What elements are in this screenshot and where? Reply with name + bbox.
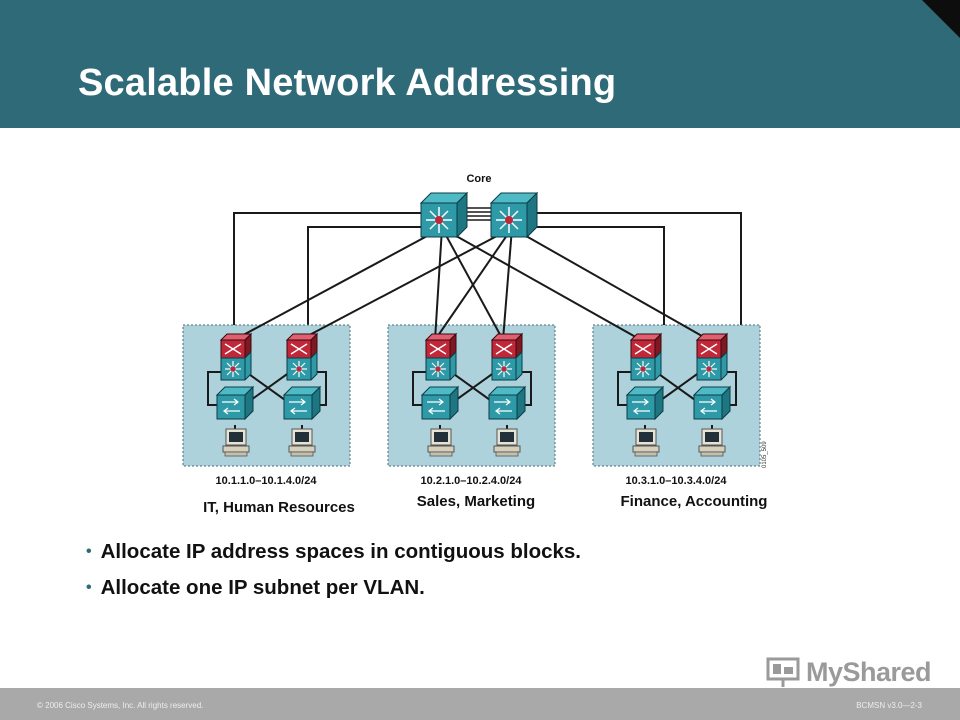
workstation-icon — [632, 428, 660, 457]
workstation-icon — [427, 428, 455, 457]
footer-bar: © 2006 Cisco Systems, Inc. All rights re… — [0, 688, 960, 720]
workstation-icon — [288, 428, 316, 457]
access-switch — [283, 386, 321, 420]
network-diagram: Core 10.1.1.0–10.1.4.0/24 10.2.1.0–10.2.… — [182, 173, 768, 516]
subnet-range-2: 10.2.1.0–10.2.4.0/24 — [421, 475, 523, 487]
subnet-range-1: 10.1.1.0–10.1.4.0/24 — [216, 475, 318, 487]
distribution-switch — [696, 333, 728, 381]
bullet-list: • Allocate IP address spaces in contiguou… — [86, 540, 581, 612]
bullet-dot-icon: • — [86, 543, 92, 560]
building-block-2 — [387, 324, 556, 467]
access-switch — [488, 386, 526, 420]
copyright-text: © 2006 Cisco Systems, Inc. All rights re… — [37, 701, 204, 710]
workstation-icon — [493, 428, 521, 457]
distribution-switch — [286, 333, 318, 381]
access-switch — [421, 386, 459, 420]
building-block-1 — [182, 324, 351, 467]
core-label: Core — [466, 173, 491, 185]
bullet-text: Allocate IP address spaces in contiguous… — [100, 540, 581, 563]
distribution-switch — [491, 333, 523, 381]
department-label-3: Finance, Accounting — [621, 493, 768, 510]
distribution-switch — [425, 333, 457, 381]
core-switch-2 — [490, 192, 538, 238]
distribution-switch — [630, 333, 662, 381]
subnet-range-3: 10.3.1.0–10.3.4.0/24 — [626, 475, 728, 487]
page-title: Scalable Network Addressing — [78, 62, 617, 104]
bullet-item: • Allocate IP address spaces in contiguou… — [86, 540, 581, 564]
myshared-logo: MyShared — [764, 655, 932, 689]
building-block-3 — [592, 324, 761, 467]
title-bar: Scalable Network Addressing — [0, 0, 960, 128]
figure-id: 0105_509 — [762, 441, 768, 468]
course-code: BCMSN v3.0—2-3 — [856, 701, 922, 710]
access-switch — [626, 386, 664, 420]
bullet-text: Allocate one IP subnet per VLAN. — [100, 576, 425, 599]
logo-text: MyShared — [806, 657, 932, 687]
access-switch — [693, 386, 731, 420]
core-switch-1 — [420, 192, 468, 238]
corner-accent — [922, 0, 960, 38]
department-label-2: Sales, Marketing — [417, 493, 535, 510]
presentation-icon — [766, 657, 800, 687]
department-label-1: IT, Human Resources — [203, 499, 355, 516]
bullet-item: • Allocate one IP subnet per VLAN. — [86, 576, 581, 600]
bullet-dot-icon: • — [86, 579, 92, 596]
access-switch — [216, 386, 254, 420]
workstation-icon — [698, 428, 726, 457]
workstation-icon — [222, 428, 250, 457]
distribution-switch — [220, 333, 252, 381]
